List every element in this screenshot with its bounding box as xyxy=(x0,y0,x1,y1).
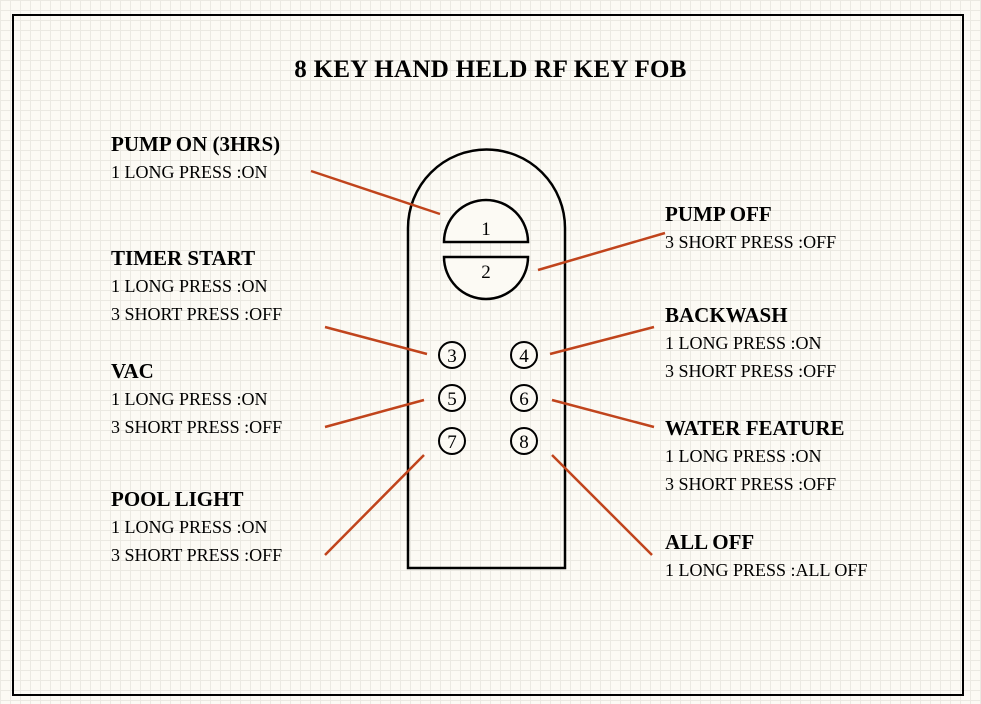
leader-line-key-1 xyxy=(310,169,441,216)
key-7-shape xyxy=(438,427,466,455)
key-4-button: 4 xyxy=(510,341,538,369)
key-8-button: 8 xyxy=(510,427,538,455)
key-2-number: 2 xyxy=(481,262,491,283)
key-3-action-2: 3 SHORT PRESS :OFF xyxy=(111,304,283,324)
leader-line-key-3 xyxy=(324,325,428,356)
key-6-action-1: 1 LONG PRESS :ON xyxy=(665,446,822,466)
label-key-2: PUMP OFF 3 SHORT PRESS :OFF xyxy=(665,200,836,256)
key-4-name: BACKWASH xyxy=(665,303,788,327)
key-6-action-2: 3 SHORT PRESS :OFF xyxy=(665,474,837,494)
label-key-3: TIMER START 1 LONG PRESS :ON 3 SHORT PRE… xyxy=(111,244,282,328)
leader-line-key-8 xyxy=(551,454,653,556)
diagram-frame xyxy=(12,14,964,696)
key-8-shape xyxy=(510,427,538,455)
key-5-button: 5 xyxy=(438,384,466,412)
key-7-button: 7 xyxy=(438,427,466,455)
key-5-action-2: 3 SHORT PRESS :OFF xyxy=(111,417,283,437)
leader-lines xyxy=(310,169,666,556)
key-7-action-2: 3 SHORT PRESS :OFF xyxy=(111,545,283,565)
key-3-action-1: 1 LONG PRESS :ON xyxy=(111,276,268,296)
leader-line-key-2 xyxy=(537,231,666,272)
label-key-4: BACKWASH 1 LONG PRESS :ON 3 SHORT PRESS … xyxy=(665,301,836,385)
leader-line-key-6 xyxy=(551,398,655,429)
key-3-name: TIMER START xyxy=(111,246,256,270)
key-7-action-1: 1 LONG PRESS :ON xyxy=(111,517,268,537)
key-3-button: 3 xyxy=(438,341,466,369)
key-4-action-2: 3 SHORT PRESS :OFF xyxy=(665,361,837,381)
key-5-action-1: 1 LONG PRESS :ON xyxy=(111,389,268,409)
key-1-button: 1 xyxy=(442,198,530,244)
key-5-number: 5 xyxy=(447,389,457,410)
key-4-shape xyxy=(510,341,538,369)
key-2-name: PUMP OFF xyxy=(665,202,772,226)
key-1-shape xyxy=(442,198,530,244)
leader-line-key-4 xyxy=(549,325,655,356)
key-4-number: 4 xyxy=(519,346,529,367)
key-2-shape xyxy=(442,255,530,301)
key-7-name: POOL LIGHT xyxy=(111,487,244,511)
label-key-6: WATER FEATURE 1 LONG PRESS :ON 3 SHORT P… xyxy=(665,414,845,498)
key-3-shape xyxy=(438,341,466,369)
leader-line-key-7 xyxy=(324,454,425,556)
key-6-number: 6 xyxy=(519,389,529,410)
label-key-5: VAC 1 LONG PRESS :ON 3 SHORT PRESS :OFF xyxy=(111,357,282,441)
label-key-7: POOL LIGHT 1 LONG PRESS :ON 3 SHORT PRES… xyxy=(111,485,282,569)
key-1-action-1: 1 LONG PRESS :ON xyxy=(111,162,268,182)
key-3-number: 3 xyxy=(447,346,457,367)
key-fob-body xyxy=(406,148,567,570)
label-key-8: ALL OFF 1 LONG PRESS :ALL OFF xyxy=(665,528,867,584)
key-8-name: ALL OFF xyxy=(665,530,755,554)
leader-line-key-5 xyxy=(324,398,425,429)
key-5-shape xyxy=(438,384,466,412)
key-2-button: 2 xyxy=(442,255,530,301)
key-5-name: VAC xyxy=(111,359,154,383)
key-1-number: 1 xyxy=(481,219,491,240)
diagram-title: 8 KEY HAND HELD RF KEY FOB xyxy=(294,56,687,83)
key-4-action-1: 1 LONG PRESS :ON xyxy=(665,333,822,353)
key-2-action-1: 3 SHORT PRESS :OFF xyxy=(665,232,837,252)
key-6-shape xyxy=(510,384,538,412)
key-6-button: 6 xyxy=(510,384,538,412)
key-7-number: 7 xyxy=(447,432,457,453)
key-6-name: WATER FEATURE xyxy=(665,416,845,440)
key-8-number: 8 xyxy=(519,432,529,453)
label-key-1: PUMP ON (3HRS) 1 LONG PRESS :ON xyxy=(111,130,280,186)
key-1-name: PUMP ON (3HRS) xyxy=(111,132,281,156)
key-8-action-1: 1 LONG PRESS :ALL OFF xyxy=(665,560,868,580)
